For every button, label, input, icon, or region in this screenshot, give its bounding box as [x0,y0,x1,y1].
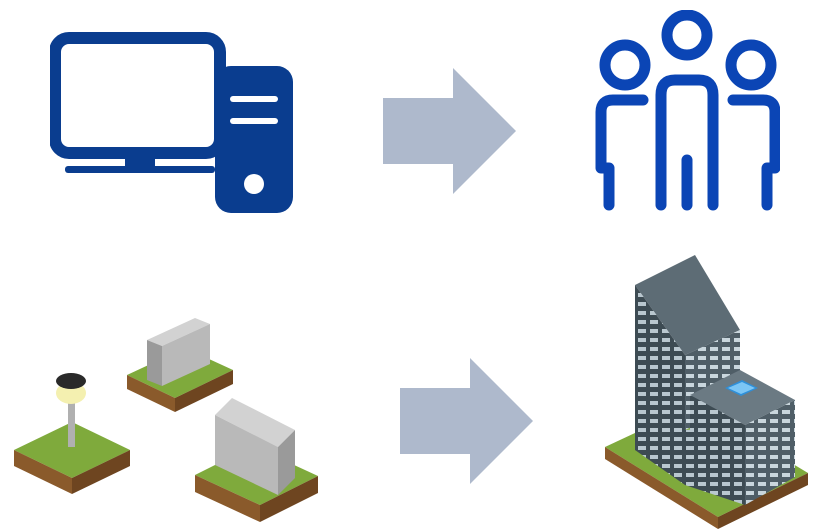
right-arrow-icon [383,68,516,194]
people-group-icon [595,10,780,211]
tile-with-wall-icon [195,398,318,522]
tile-with-wall-icon [127,318,233,412]
right-arrow-icon [400,358,533,484]
computer-icon [50,32,293,213]
tile-with-lamp-icon [14,373,130,494]
isometric-tiles-icon [14,318,318,522]
isometric-building-icon [605,255,808,529]
